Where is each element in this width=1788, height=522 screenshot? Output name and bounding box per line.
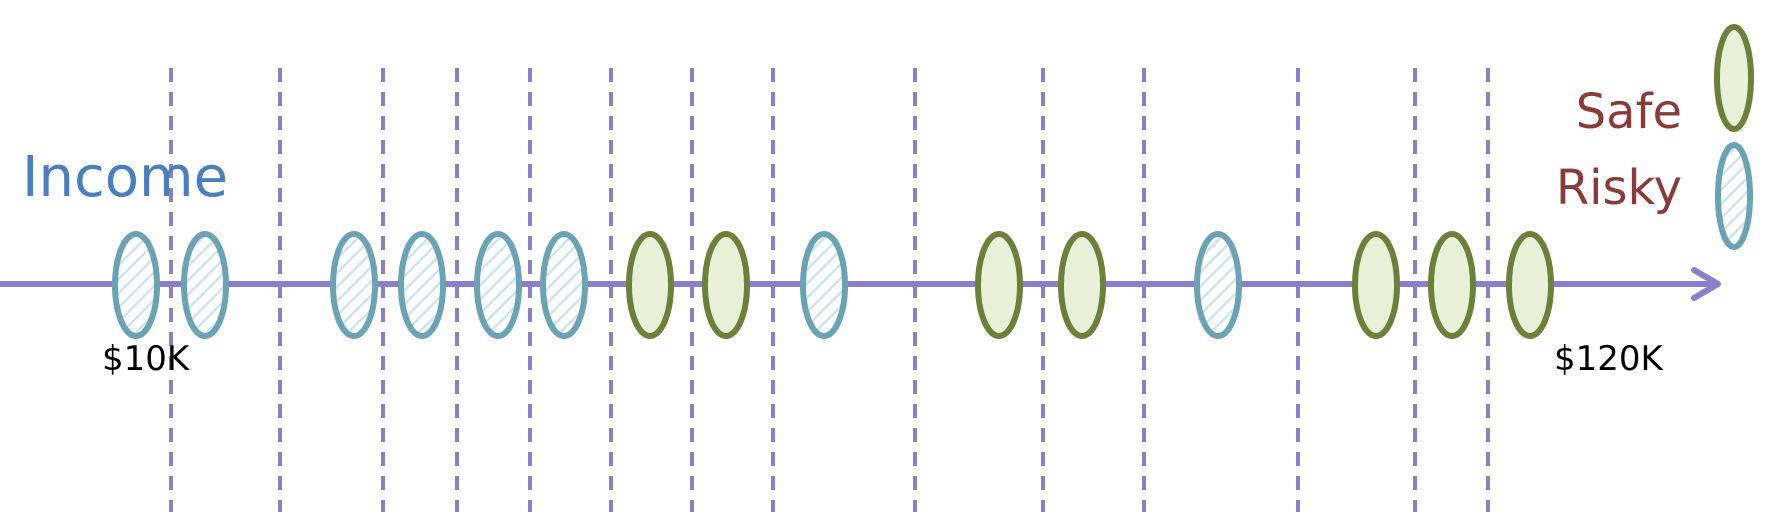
legend-risky-label: Risky [1556, 160, 1682, 216]
risky-point [1194, 231, 1242, 339]
safe-point [975, 231, 1023, 339]
threshold-dividers [169, 68, 1490, 512]
axis-min-label: $10K [102, 339, 191, 379]
risky-point [540, 231, 588, 339]
safe-point [1352, 231, 1400, 339]
safe-point [1428, 231, 1476, 339]
data-points [112, 231, 1554, 339]
risky-point [800, 231, 848, 339]
risky-point [474, 231, 522, 339]
axis-title: Income [22, 145, 228, 210]
risky-point [181, 231, 229, 339]
risky-point [330, 231, 378, 339]
safe-point [702, 231, 750, 339]
legend-risky-marker [1715, 142, 1753, 250]
safe-point [1058, 231, 1106, 339]
legend: Safe Risky [1556, 24, 1754, 250]
risky-point [112, 231, 160, 339]
axis-max-label: $120K [1554, 339, 1665, 379]
axis-arrowhead [1691, 267, 1721, 301]
safe-point [1506, 231, 1554, 339]
legend-safe-label: Safe [1576, 84, 1682, 140]
safe-point [626, 231, 674, 339]
risky-point [398, 231, 446, 339]
legend-safe-marker [1714, 24, 1754, 132]
